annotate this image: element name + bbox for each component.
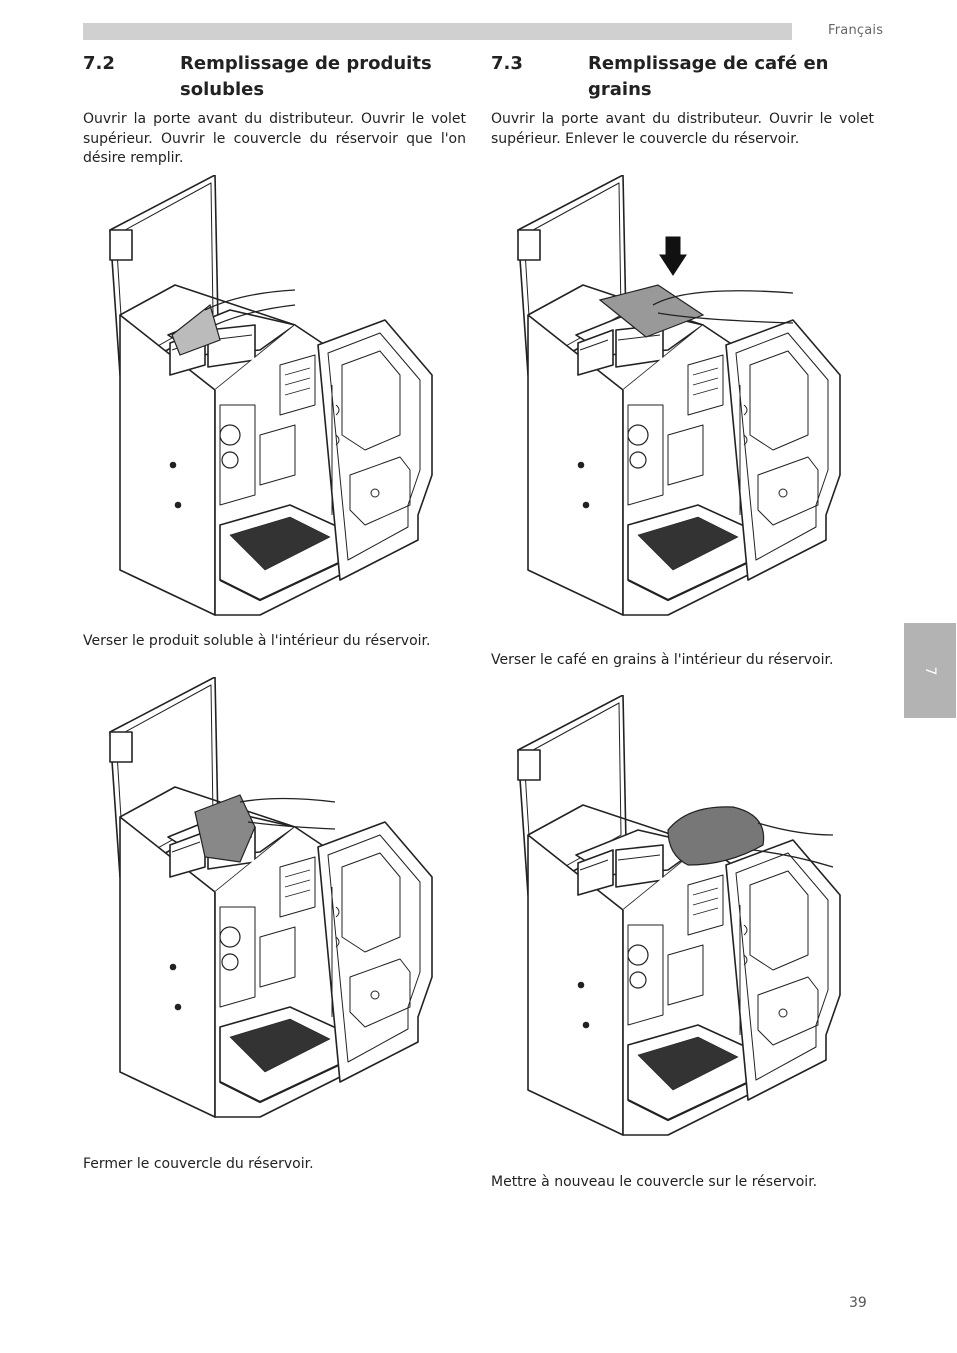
chapter-tab: 7 xyxy=(904,623,956,718)
section-title-7-2: Remplissage de produits solubles xyxy=(180,53,432,100)
illustration-open-hopper xyxy=(80,175,440,620)
page-number: 39 xyxy=(849,1295,867,1311)
caption-close-lid: Fermer le couvercle du réservoir. xyxy=(83,1156,314,1172)
soluble-bag-icon xyxy=(194,794,256,863)
soluble-bag-icon xyxy=(171,303,221,356)
chapter-tab-label: 7 xyxy=(922,666,938,675)
section-intro-7-3: Ouvrir la porte avant du distributeur. O… xyxy=(491,111,874,147)
caption-replace-lid: Mettre à nouveau le couvercle sur le rés… xyxy=(491,1174,818,1190)
hopper-lid-icon xyxy=(598,284,705,338)
caption-pour-beans: Verser le café en grains à l'intérieur d… xyxy=(491,652,834,668)
illustration-pour-beans xyxy=(488,695,848,1140)
caption-pour-soluble: Verser le produit soluble à l'intérieur … xyxy=(83,633,431,649)
coffee-bag-icon xyxy=(667,806,765,866)
header-bar xyxy=(83,23,792,40)
section-intro-7-2: Ouvrir la porte avant du distributeur. O… xyxy=(83,111,466,166)
language-label: Français xyxy=(828,23,884,38)
section-title-7-3: Remplissage de café en grains xyxy=(588,53,829,100)
section-number-7-2: 7.2 xyxy=(83,53,115,74)
illustration-remove-lid xyxy=(488,175,848,620)
section-number-7-3: 7.3 xyxy=(491,53,523,74)
arrow-up-icon xyxy=(659,236,687,276)
illustration-pour-soluble xyxy=(80,677,440,1122)
